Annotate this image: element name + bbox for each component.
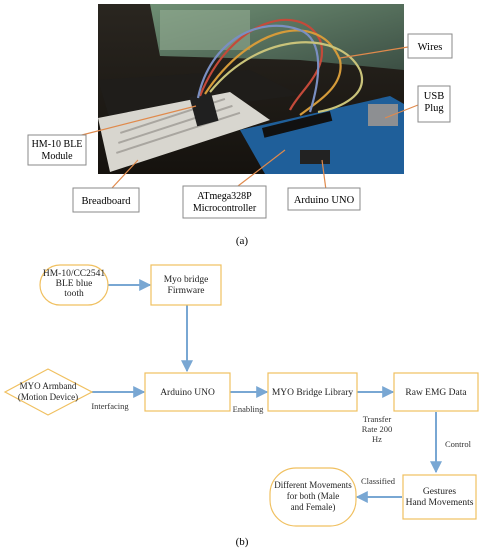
caption-b: (b) [236, 536, 249, 548]
label-breadboard: Breadboard [72, 187, 140, 213]
node-myo-armband [3, 368, 94, 416]
block-diagram [3, 264, 479, 527]
node-myo-firmware [150, 264, 222, 306]
edge-label-interfacing: Interfacing [91, 401, 129, 411]
node-myo-library [267, 372, 358, 412]
node-arduino-uno [144, 372, 231, 412]
label-arduino-uno: Arduino UNO [287, 187, 361, 211]
label-wires: Wires [407, 33, 453, 59]
node-hm10-module [39, 264, 109, 306]
node-raw-emg [393, 372, 479, 412]
node-myo-library-label: MYO Bridge Library [272, 388, 354, 398]
svg-text:Arduino UNO: Arduino UNO [294, 195, 355, 206]
edge-label-classified: Classified [361, 476, 396, 486]
node-gestures [402, 474, 477, 520]
svg-text:Breadboard: Breadboard [82, 196, 132, 207]
node-myo-armband-label: MYO Armband(Motion Device) [18, 381, 78, 402]
caption-b-text: (b) [236, 536, 249, 548]
node-raw-emg-label: Raw EMG Data [405, 388, 467, 398]
edge-label-enabling: Enabling [233, 404, 264, 414]
node-different-movements [269, 467, 357, 527]
edge-label-control: Control [445, 439, 472, 449]
caption-a-text: (a) [236, 235, 249, 247]
svg-text:Wires: Wires [418, 42, 443, 53]
node-arduino-uno-label: Arduino UNO [160, 388, 215, 398]
caption-a: (a) [236, 235, 249, 247]
